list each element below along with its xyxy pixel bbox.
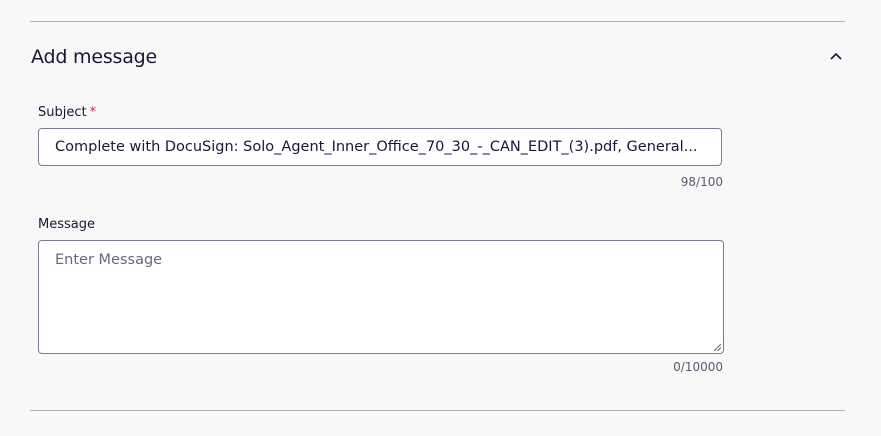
- bottom-divider: [30, 410, 845, 411]
- required-marker: *: [89, 105, 97, 120]
- subject-label: Subject*: [38, 105, 96, 120]
- top-divider: [30, 21, 845, 22]
- message-textarea[interactable]: Enter Message: [38, 240, 724, 354]
- subject-label-text: Subject: [38, 105, 87, 120]
- section-title: Add message: [31, 46, 158, 68]
- subject-input[interactable]: Complete with DocuSign: Solo_Agent_Inner…: [38, 128, 722, 166]
- message-label: Message: [38, 217, 95, 232]
- message-counter: 0/10000: [673, 360, 723, 374]
- subject-counter: 98/100: [680, 175, 723, 189]
- message-placeholder: Enter Message: [55, 252, 163, 268]
- chevron-up-icon[interactable]: [826, 48, 846, 64]
- resize-grip-icon[interactable]: [713, 343, 721, 351]
